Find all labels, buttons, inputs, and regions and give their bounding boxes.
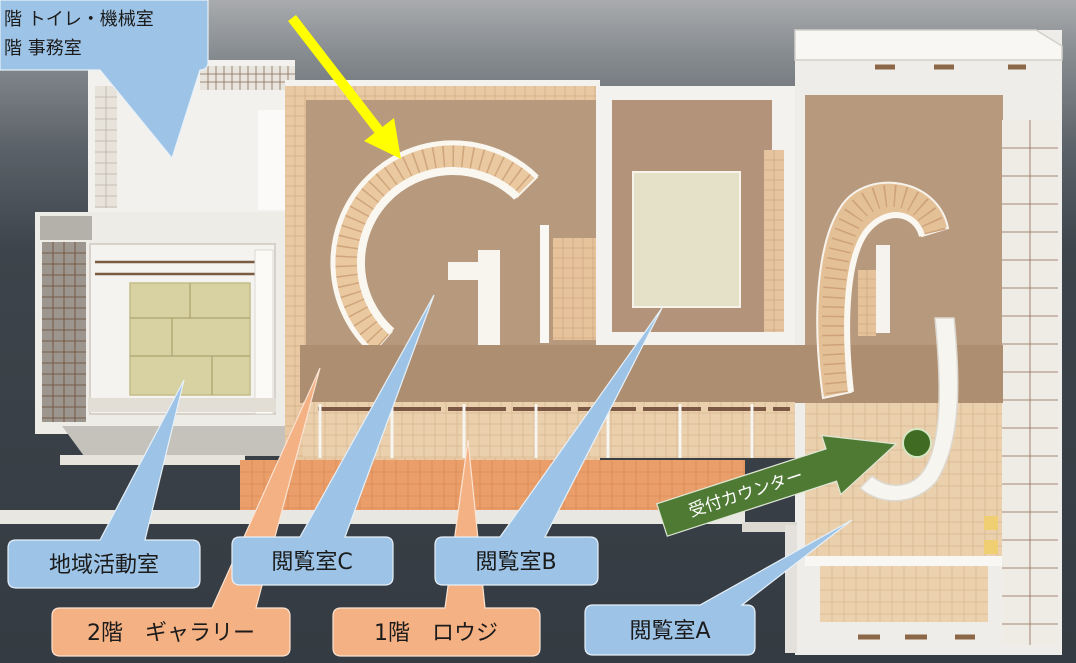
callout-toilet-office: 階 トイレ・機械室 階 事務室 [0,0,209,160]
tile-wall-b-grid [764,150,784,332]
yellow-marker-1 [984,516,998,530]
reading-room-c [285,80,600,463]
yellow-marker-2 [984,540,998,554]
spiral-staircase-a [816,181,950,400]
office-shelf [200,66,295,90]
pointer-arrow-shaft [288,14,384,136]
callout-toilet-office-line1: 階 トイレ・機械室 [4,9,154,30]
curved-staircase-outer-rim [330,140,539,355]
gray-floor-slab [62,426,300,456]
callout-reading-room-c-label: 閲覧室C [271,550,352,575]
lattice-windows-a-grid [1002,120,1058,645]
spiral-staircase-handrail [844,212,925,393]
washitsu-partition [254,249,274,415]
callout-toilet-office-line2: 階 事務室 [4,38,82,59]
callout-reading-room-a: 閲覧室A [584,519,853,656]
base-ledge [0,510,745,524]
corridor-cork-band [300,345,1003,403]
lattice-window-grid [42,242,86,422]
office-window-grid [95,86,117,208]
callout-reading-room-b: 閲覧室B [434,307,663,586]
reception-arrow-shape [655,434,898,537]
callout-community-room-bubble [7,379,201,589]
lower-room-floor-grid [820,566,988,622]
tile-block-c-grid [553,238,597,340]
wing-a-roof-edge [794,29,1063,61]
callout-reading-room-b-bubble [434,307,663,586]
white-pole-a [876,245,890,333]
callout-roji-1f: 1階 ロウジ [332,439,541,657]
lower-window-posts [318,404,754,458]
display-panel-b [632,171,741,308]
staircase-pointer-arrow [288,14,401,159]
callout-reading-room-c: 閲覧室C [231,294,435,586]
tile-block-c [553,238,597,340]
callout-toilet-office-bubble [0,0,209,160]
office-partition [258,110,290,210]
callout-community-room-label: 地域活動室 [49,553,159,578]
reading-room-b [596,86,796,348]
callout-roji-1f-label: 1階 ロウジ [374,621,498,646]
callout-community-room: 地域活動室 [7,379,201,589]
ledge-corner [742,522,797,532]
ranma-lines [95,260,268,276]
white-pole-c [540,225,549,343]
office-shelf-grid [200,66,295,90]
tile-column-a-grid [858,270,876,336]
t-wall-vertical [478,250,500,345]
stone-garden-strip [40,216,92,240]
callout-gallery-2f-label: 2階 ギャラリー [87,621,255,646]
lower-room-sill [805,556,1003,566]
callout-reading-room-a-label: 閲覧室A [629,619,710,644]
callout-reading-room-c-bubble [231,294,435,586]
reception-marker-dot [902,428,932,458]
reception-counter [858,317,959,502]
curved-staircase-handrail [356,166,520,335]
tatami-seams [130,283,250,395]
top-rim-c [285,80,600,88]
pointer-arrow-head [364,118,401,159]
engawa-sill [88,398,276,412]
callout-reading-room-b-label: 閲覧室B [475,550,556,575]
spiral-staircase-steps [822,184,946,397]
callout-roji-1f-bubble [332,439,541,657]
ledge-post [785,525,797,653]
callout-reading-room-a-bubble [584,519,853,656]
